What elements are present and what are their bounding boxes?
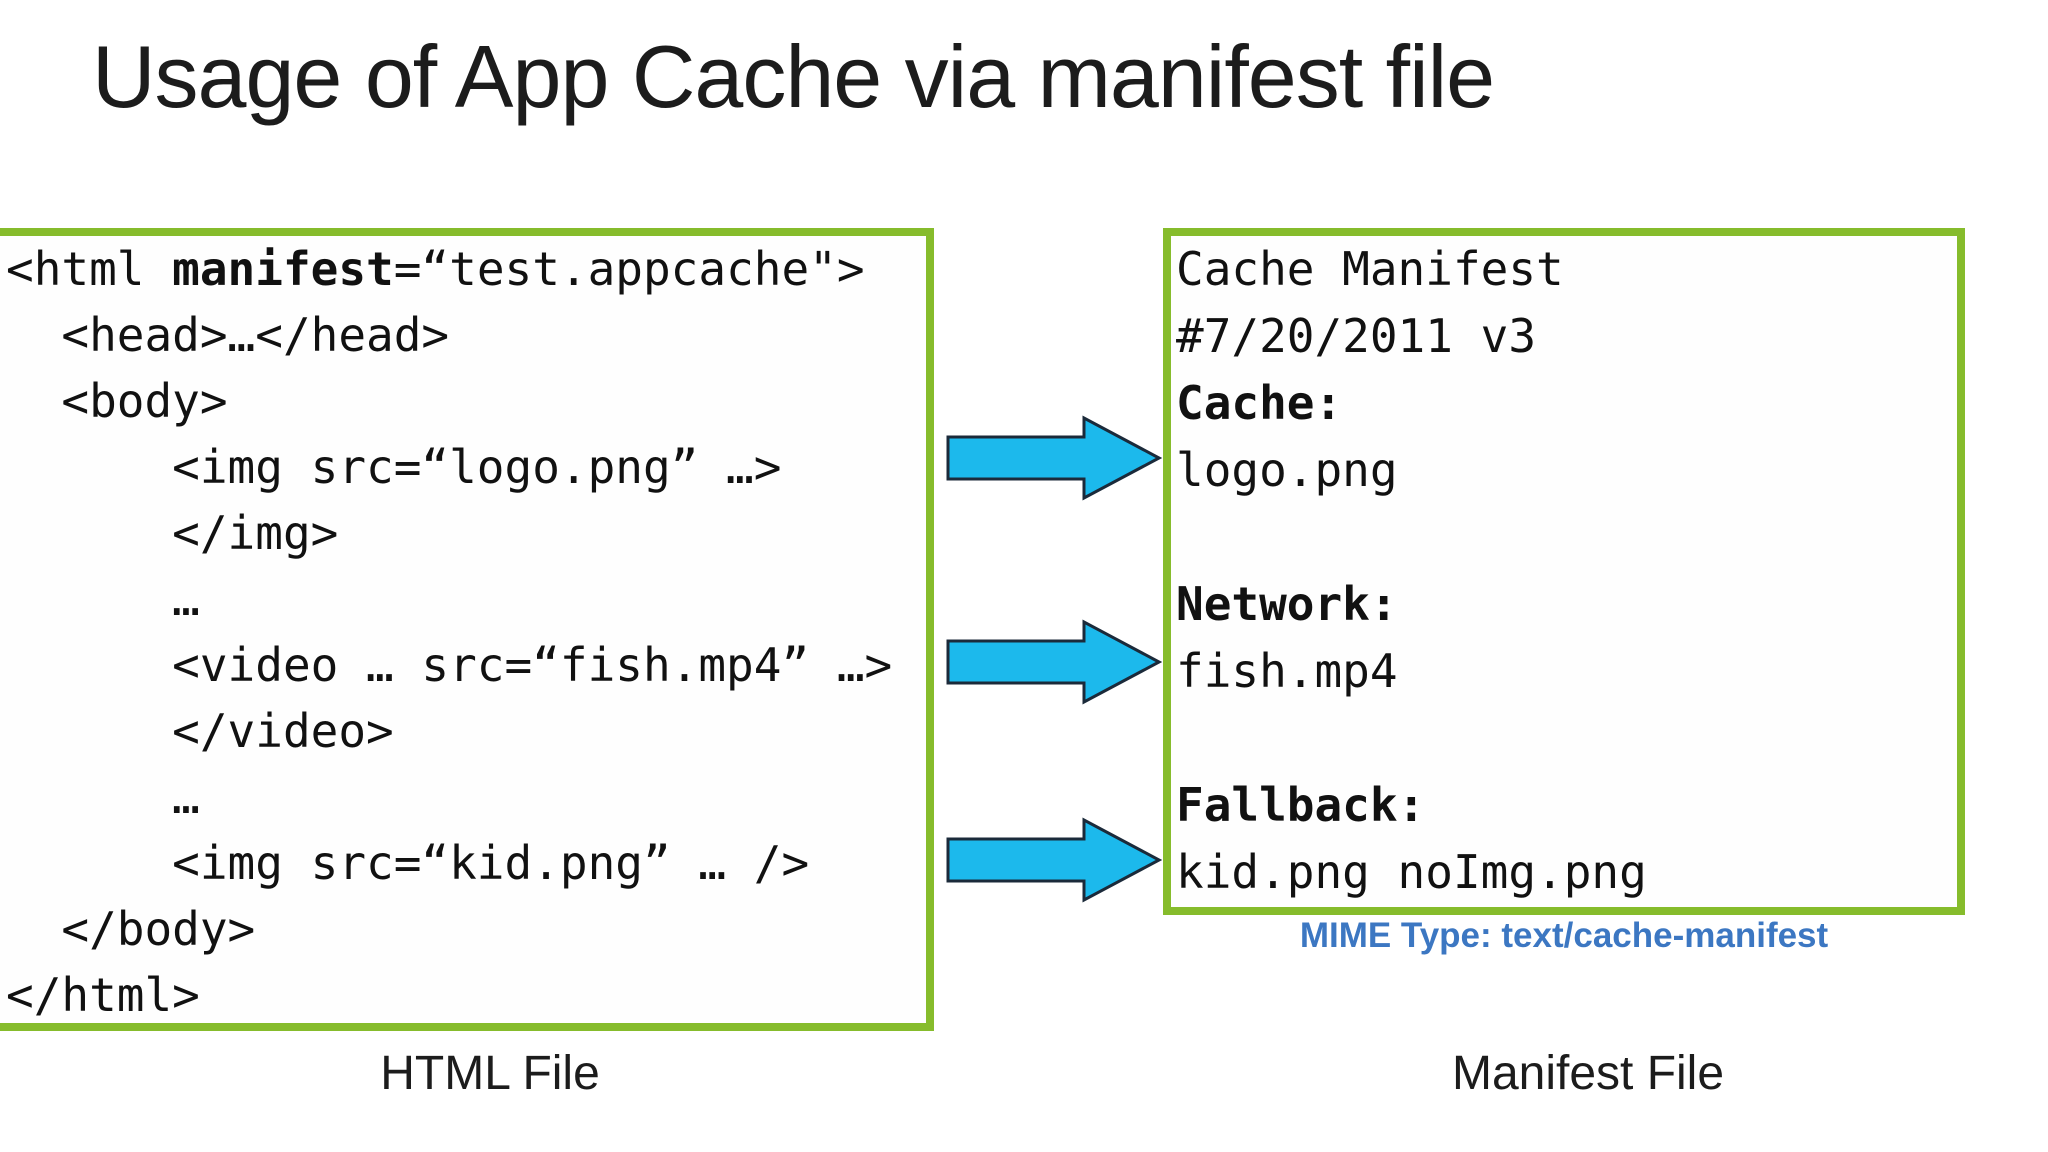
code-segment: </video> — [6, 704, 394, 758]
mime-type-note: MIME Type: text/cache-manifest — [1299, 916, 1829, 955]
code-segment-bold: Network: — [1176, 577, 1398, 631]
network-arrow-icon — [946, 619, 1162, 705]
code-segment: =“test.appcache"> — [393, 242, 865, 296]
code-segment-bold: Fallback: — [1176, 778, 1426, 832]
manifest-file-label: Manifest File — [1451, 1047, 1725, 1100]
code-line: kid.png noImg.png — [1176, 839, 1957, 906]
html-code-lines: <html manifest=“test.appcache"> <head>…<… — [6, 236, 926, 1028]
code-line: <img src=“kid.png” … /> — [6, 830, 926, 896]
code-segment: <img src=“kid.png” … /> — [6, 836, 810, 890]
code-line: <img src=“logo.png” …> — [6, 434, 926, 500]
code-line: logo.png — [1176, 437, 1957, 504]
code-segment: </html> — [6, 968, 200, 1022]
code-line: <head>…</head> — [6, 302, 926, 368]
manifest-file-box: Cache Manifest #7/20/2011 v3 Cache: logo.pn… — [1163, 228, 1965, 915]
code-line: #7/20/2011 v3 — [1176, 303, 1957, 370]
code-line: Cache Manifest — [1176, 236, 1957, 303]
code-segment — [1176, 510, 1204, 564]
code-line: <html manifest=“test.appcache"> — [6, 236, 926, 302]
code-line: </html> — [6, 962, 926, 1028]
code-segment: <video … src=“fish.mp4” …> — [6, 638, 893, 692]
html-file-label: HTML File — [380, 1047, 600, 1100]
code-segment: … — [6, 572, 200, 626]
code-segment: … — [6, 770, 200, 824]
code-line: Fallback: — [1176, 772, 1957, 839]
code-segment: <head>…</head> — [6, 308, 450, 362]
code-line: </body> — [6, 896, 926, 962]
code-line: <body> — [6, 368, 926, 434]
code-line — [1176, 504, 1957, 571]
code-segment: logo.png — [1176, 443, 1398, 497]
code-segment: kid.png noImg.png — [1176, 845, 1647, 899]
code-segment: <img src=“logo.png” …> — [6, 440, 782, 494]
code-line: </img> — [6, 500, 926, 566]
code-line — [1176, 705, 1957, 772]
code-line: … — [6, 566, 926, 632]
code-line: </video> — [6, 698, 926, 764]
code-segment-bold: manifest — [172, 242, 394, 296]
code-line: … — [6, 764, 926, 830]
code-segment: fish.mp4 — [1176, 644, 1398, 698]
code-segment: Cache Manifest — [1176, 242, 1564, 296]
cache-arrow-icon — [946, 415, 1162, 501]
code-segment — [1176, 711, 1204, 765]
code-segment: </img> — [6, 506, 339, 560]
code-line: Network: — [1176, 571, 1957, 638]
fallback-arrow-icon — [946, 817, 1162, 903]
code-segment: <html — [6, 242, 173, 296]
code-segment: #7/20/2011 v3 — [1176, 309, 1537, 363]
code-line: fish.mp4 — [1176, 638, 1957, 705]
manifest-code-lines: Cache Manifest #7/20/2011 v3 Cache: logo.pn… — [1176, 236, 1957, 906]
code-line: <video … src=“fish.mp4” …> — [6, 632, 926, 698]
code-segment: </body> — [6, 902, 256, 956]
slide-title: Usage of App Cache via manifest file — [92, 27, 1495, 126]
code-segment: <body> — [6, 374, 228, 428]
code-segment-bold: Cache: — [1176, 376, 1343, 430]
html-file-box: <html manifest=“test.appcache"> <head>…<… — [0, 228, 934, 1031]
code-line: Cache: — [1176, 370, 1957, 437]
